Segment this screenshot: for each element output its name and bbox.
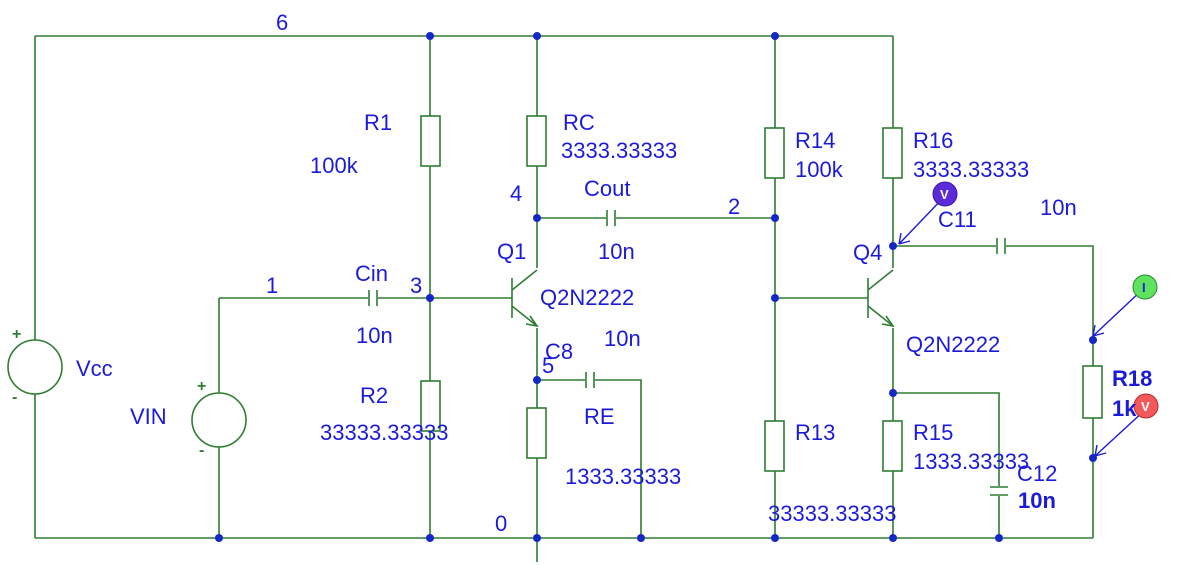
c11-name: C11	[938, 207, 977, 232]
cout-name: Cout	[584, 176, 630, 201]
r18-value: 1k	[1112, 396, 1137, 421]
r13-name: R13	[795, 420, 835, 445]
cout-value: 10n	[598, 239, 635, 264]
net-label-2: 2	[728, 194, 740, 219]
current-probe-output[interactable]: I	[1092, 274, 1158, 337]
vin-source: + -	[191, 378, 247, 459]
resistor-re	[526, 407, 547, 459]
r2-name: R2	[360, 383, 388, 408]
resistor-r2	[420, 380, 441, 432]
transistor-q1	[511, 269, 539, 328]
r2-value: 33333.33333	[320, 420, 448, 445]
vcc-plus: +	[12, 326, 21, 343]
labels: 6 1 3 4 2 5 0 Vcc VIN R1 100k RC 3333.33…	[76, 10, 1152, 536]
c11-value: 10n	[1040, 195, 1077, 220]
capacitor-cin	[368, 290, 378, 306]
r15-value: 1333.33333	[913, 449, 1029, 474]
net-label-0: 0	[495, 511, 507, 536]
resistor-r14	[764, 127, 785, 179]
re-value: 1333.33333	[565, 464, 681, 489]
re-name: RE	[584, 404, 615, 429]
q4-model: Q2N2222	[906, 332, 1000, 357]
net-label-4: 4	[510, 181, 522, 206]
r14-value: 100k	[795, 157, 844, 182]
net-label-3: 3	[410, 273, 422, 298]
net-label-6: 6	[276, 10, 288, 35]
c8-name: C8	[545, 339, 573, 364]
q1-model: Q2N2222	[540, 285, 634, 310]
probe-v2-label: V	[1141, 399, 1150, 414]
r1-name: R1	[364, 110, 392, 135]
c12-name: C12	[1017, 461, 1057, 486]
voltage-probe-output[interactable]: V	[1094, 393, 1159, 457]
vin-label: VIN	[130, 404, 167, 429]
cin-name: Cin	[355, 261, 388, 286]
r13-value: 33333.33333	[768, 501, 896, 526]
net-label-1: 1	[266, 273, 278, 298]
vcc-label: Vcc	[76, 356, 113, 381]
r15-name: R15	[913, 420, 953, 445]
resistor-r18	[1082, 365, 1103, 419]
r1-value: 100k	[310, 153, 359, 178]
rc-value: 3333.33333	[561, 138, 677, 163]
junction-dots	[215, 32, 1097, 542]
vin-plus: +	[197, 378, 206, 395]
probe-v1-label: V	[940, 187, 949, 202]
wire-c12	[893, 392, 1000, 538]
resistor-r16	[882, 127, 903, 179]
resistor-r15	[882, 420, 903, 472]
r16-name: R16	[913, 128, 953, 153]
transistor-q4	[867, 269, 895, 328]
resistor-r13	[764, 420, 785, 472]
c8-value: 10n	[604, 326, 641, 351]
resistor-rc	[526, 115, 547, 167]
resistor-r1	[420, 115, 441, 167]
probe-i-label: I	[1142, 280, 1146, 295]
wire-c8	[537, 379, 642, 538]
c12-value: 10n	[1018, 488, 1056, 513]
q4-name: Q4	[853, 240, 882, 265]
capacitors	[368, 210, 1008, 496]
resistors	[420, 115, 1103, 472]
cin-value: 10n	[356, 323, 393, 348]
voltage-probe-q4-collector[interactable]: V	[898, 181, 958, 245]
vcc-source: + -	[7, 326, 63, 406]
wire-c11	[893, 245, 1094, 538]
r14-name: R14	[795, 128, 835, 153]
r18-name: R18	[1112, 366, 1152, 391]
vin-minus: -	[199, 442, 204, 459]
vcc-minus: -	[12, 389, 17, 406]
capacitor-c8	[585, 372, 595, 388]
net-label-5: 5	[542, 353, 554, 378]
r16-value: 3333.33333	[913, 157, 1029, 182]
capacitor-cout	[606, 210, 616, 226]
capacitor-c11	[996, 238, 1006, 254]
rc-name: RC	[563, 110, 595, 135]
capacitor-c12	[990, 486, 1008, 496]
q1-name: Q1	[497, 239, 526, 264]
